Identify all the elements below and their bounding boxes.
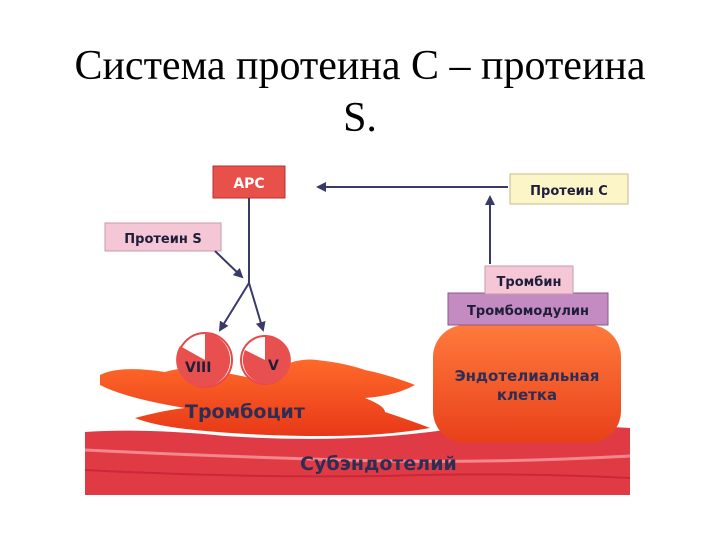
slide-title: Система протеина С – протеина S. [0,40,720,144]
thrombin-label: Тромбин [497,275,562,290]
factor-viii [176,332,233,388]
factor-viii-label: VIII [185,360,211,376]
arrows [214,182,508,332]
arrow-to-factor-viii [218,282,250,332]
protein-c-system-diagram: Субэндотелий Тромбоцит VIII V Эндотелиал… [85,165,630,495]
thrombomodulin-label: Тромбомодулин [467,304,589,319]
thrombomodulin-box [447,292,609,326]
apc-label: APC [233,176,264,192]
factor-v-label: V [268,358,279,374]
protein-s-label: Протеин S [124,232,201,247]
subendothelium-label: Субэндотелий [300,453,457,475]
platelet [100,359,430,436]
thrombin-box [484,265,574,295]
title-line-2: S. [343,95,377,141]
protein-c-label: Протеин С [530,184,608,199]
endothelial-cell [433,325,621,443]
factor-v [240,335,291,385]
protein-s-box [104,222,222,252]
protein-c-box [509,173,629,205]
arrow-to-factor-v [248,282,266,332]
endothelial-label-line-2: клетка [497,386,557,404]
endothelial-label-line-1: Эндотелиальная [455,367,600,385]
arrow-protein-s-to-junction [214,250,244,279]
title-line-1: Система протеина С – протеина [74,43,646,89]
platelet-label: Тромбоцит [185,401,305,423]
apc-box [212,165,286,199]
